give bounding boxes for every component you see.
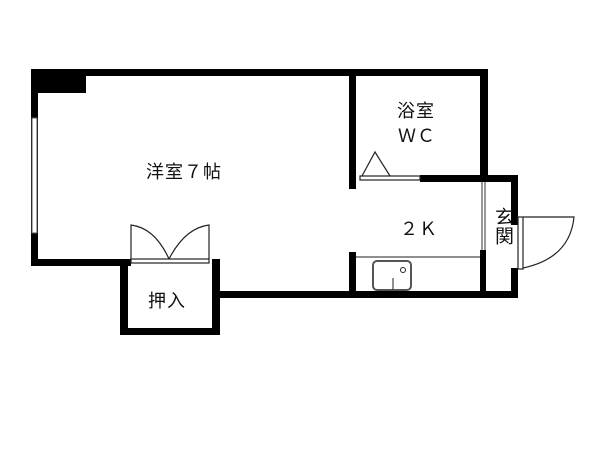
- walls: [31, 69, 518, 335]
- entrance-door: [517, 216, 575, 270]
- partition: [481, 182, 486, 250]
- room-label-closet: 押入: [148, 291, 186, 312]
- room-label-entrance: 玄関: [492, 207, 514, 245]
- room-label-western: 洋室７帖: [146, 162, 222, 183]
- window: [31, 117, 38, 234]
- bath-door: [359, 150, 421, 181]
- room-label-kitchen: ２Ｋ: [400, 219, 438, 240]
- kitchen-counter: [356, 256, 480, 291]
- room-label-wc: ＷＣ: [398, 126, 436, 147]
- room-label-bath: 浴室: [397, 101, 435, 122]
- closet-doors: [130, 224, 210, 264]
